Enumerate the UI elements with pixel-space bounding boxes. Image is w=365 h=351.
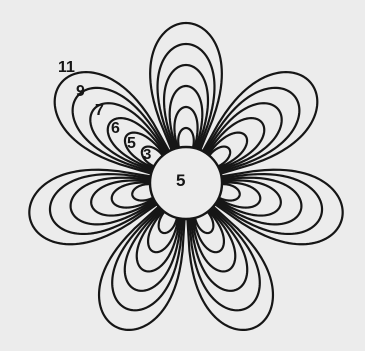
petal-1 <box>150 23 222 152</box>
ring-label-6: 6 <box>111 121 120 137</box>
petal-1-loop-6 <box>150 23 222 152</box>
ring-label-9: 9 <box>76 84 85 100</box>
ring-label-7: 7 <box>95 103 104 119</box>
center-disc <box>150 147 222 219</box>
ring-label-5: 5 <box>127 136 136 152</box>
ring-label-11: 11 <box>58 60 75 76</box>
ring-label-3: 3 <box>143 147 151 162</box>
center-label: 5 <box>176 172 185 189</box>
